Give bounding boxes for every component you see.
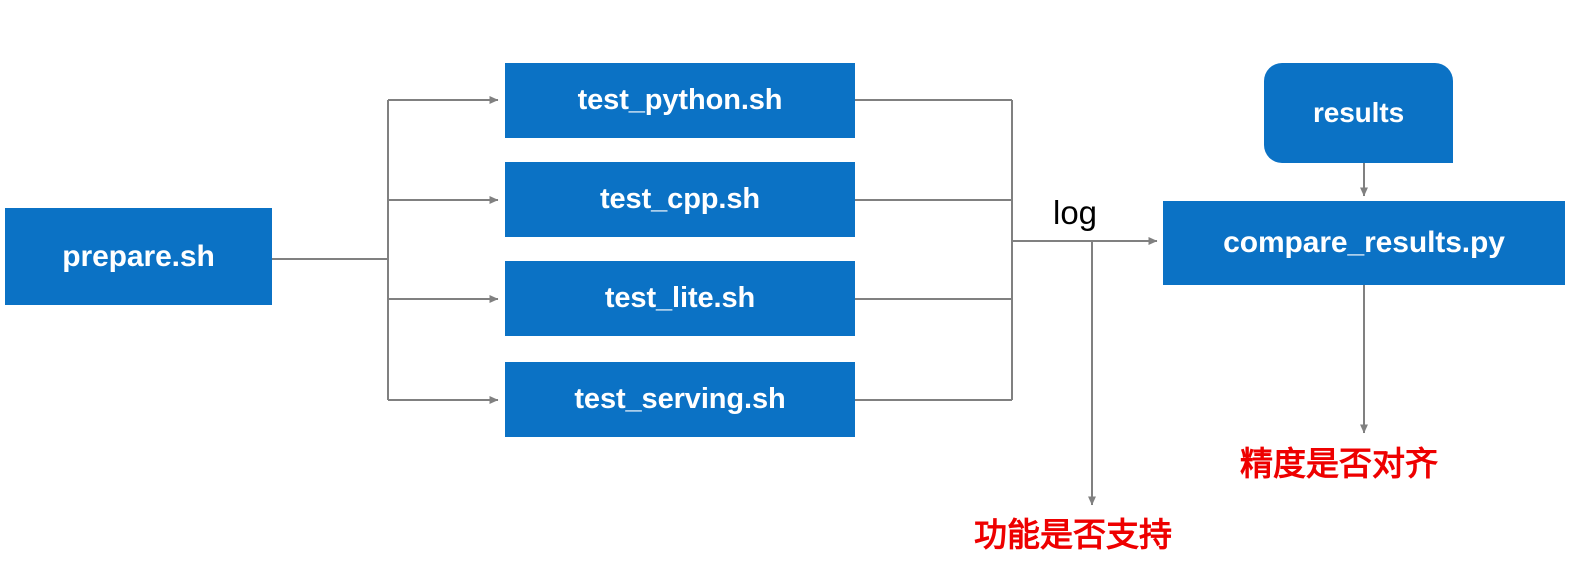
note-feature-supported: 功能是否支持: [974, 515, 1172, 554]
node-compare-results-py[interactable]: compare_results.py: [1163, 201, 1565, 285]
node-results[interactable]: results: [1264, 63, 1453, 163]
node-test-serving-sh[interactable]: test_serving.sh: [505, 362, 855, 437]
node-results-label: results: [1312, 97, 1405, 128]
node-test-cpp-sh[interactable]: test_cpp.sh: [505, 162, 855, 237]
node-test-python-sh-label: test_python.sh: [577, 84, 783, 116]
node-compare-results-py-label: compare_results.py: [1223, 226, 1505, 259]
node-test-lite-sh-label: test_lite.sh: [604, 282, 756, 314]
edge-label-log: log: [1053, 194, 1098, 231]
node-test-serving-sh-label: test_serving.sh: [574, 383, 786, 415]
node-test-lite-sh[interactable]: test_lite.sh: [505, 261, 855, 336]
node-prepare-sh-label: prepare.sh: [62, 239, 215, 273]
note-precision-aligned: 精度是否对齐: [1240, 444, 1438, 483]
node-test-python-sh[interactable]: test_python.sh: [505, 63, 855, 138]
node-test-cpp-sh-label: test_cpp.sh: [599, 183, 761, 215]
node-prepare-sh[interactable]: prepare.sh: [5, 208, 272, 305]
